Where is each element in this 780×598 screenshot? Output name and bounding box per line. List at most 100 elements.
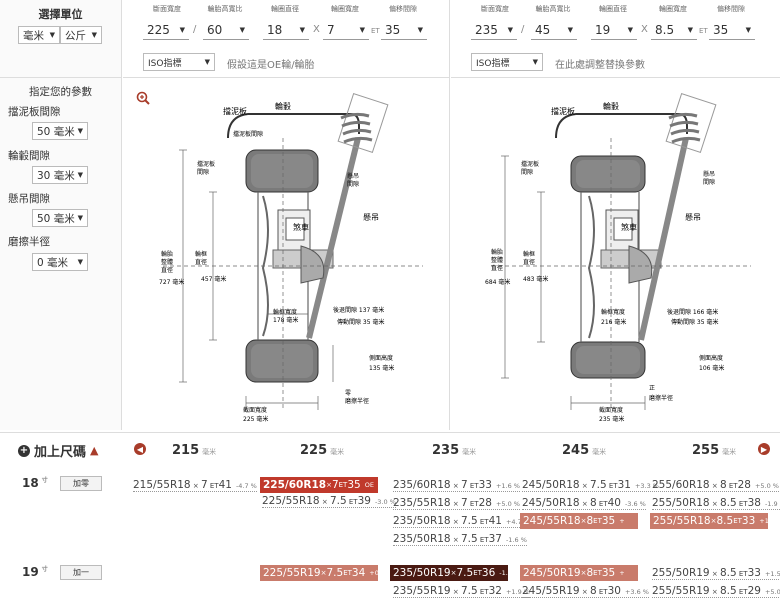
- svg-text:106 毫米: 106 毫米: [699, 364, 724, 372]
- prev-arrow-icon[interactable]: ◀: [134, 443, 146, 455]
- wheel-label: 輪轂: [275, 101, 291, 111]
- oe-rim-width-select[interactable]: 7▼: [323, 20, 369, 40]
- fender-gap-label: 擋泥板間隙: [8, 106, 61, 118]
- next-arrow-icon[interactable]: ▶: [758, 443, 770, 455]
- svg-text:擋泥板間隙: 擋泥板間隙: [521, 160, 539, 176]
- units-title: 選擇單位: [38, 8, 83, 21]
- oe-rim-select[interactable]: 18▼: [263, 20, 309, 40]
- replacement-wheel-diagram: 擋泥板 輪轂 煞車 懸吊間隙 懸吊 擋泥板間隙 輪胎整體直徑 684 毫米 輪框…: [451, 78, 780, 430]
- svg-text:483 毫米: 483 毫米: [523, 275, 548, 283]
- fender-label: 擋泥板: [223, 106, 247, 116]
- svg-text:側面高度: 側面高度: [369, 354, 393, 362]
- tire-size-option[interactable]: 225/55R18 × 7.5 ET39-3.0 %: [262, 495, 396, 508]
- wheelarch-gap-label: 輪轂間隙: [8, 150, 50, 162]
- scrub-radius-label: 磨擦半徑: [8, 236, 50, 248]
- svg-text:235 毫米: 235 毫米: [599, 415, 624, 423]
- tire-size-option[interactable]: 235/50R18 × 7.5 ET37-1.6 %: [393, 533, 527, 546]
- chevron-down-icon: ▼: [91, 31, 97, 39]
- weight-unit-select[interactable]: 公斤▼: [60, 26, 102, 44]
- svg-text:磨擦半徑: 磨擦半徑: [649, 394, 673, 402]
- tire-size-option[interactable]: 245/50R18 × 8 ET40-3.6 %: [522, 497, 646, 510]
- tire-size-option[interactable]: 235/55R18 × 7 ET28+5.0 %: [393, 497, 520, 510]
- zoom-icon[interactable]: [136, 91, 150, 105]
- svg-text:135 毫米: 135 毫米: [369, 364, 394, 372]
- svg-text:煞車: 煞車: [621, 222, 637, 232]
- parameters-panel: 指定您的參數 擋泥板間隙 50 毫米▼ 輪轂間隙 30 毫米▼ 懸吊間隙 50 …: [0, 78, 122, 430]
- new-standard-select[interactable]: ISO指標▼: [471, 53, 543, 71]
- svg-text:截面寬度: 截面寬度: [243, 406, 267, 414]
- brake-label: 煞車: [293, 222, 309, 232]
- svg-text:輪框寬度: 輪框寬度: [601, 308, 625, 316]
- add-sizes-toggle[interactable]: + 加上尺碼 ▲: [18, 444, 99, 460]
- new-ratio-select[interactable]: 45▼: [531, 20, 577, 40]
- svg-text:727 毫米: 727 毫米: [159, 278, 184, 286]
- susp-gap-label: 懸吊間隙: [8, 193, 50, 205]
- new-offset-select[interactable]: 35▼: [709, 20, 755, 40]
- oe-ratio-select[interactable]: 60▼: [203, 20, 249, 40]
- wheelarch-gap-select[interactable]: 30 毫米▼: [32, 166, 88, 184]
- chevron-up-icon: ▲: [90, 444, 99, 457]
- new-rim-select[interactable]: 19▼: [591, 20, 637, 40]
- new-rim-width-select[interactable]: 8.5▼: [651, 20, 697, 40]
- svg-text:輪框直徑: 輪框直徑: [523, 250, 535, 266]
- tire-size-option[interactable]: 255/55R18 × 8.5 ET33+1.4 %: [650, 513, 780, 529]
- svg-text:457 毫米: 457 毫米: [201, 275, 226, 283]
- svg-text:684 毫米: 684 毫米: [485, 278, 510, 286]
- new-adjust-text: 在此處調整替換參數: [555, 60, 645, 71]
- scrub-radius-select[interactable]: 0 毫米▼: [32, 253, 88, 271]
- tire-size-option[interactable]: 255/60R18 × 8 ET28+5.0 %: [652, 479, 779, 492]
- svg-text:輪框寬度: 輪框寬度: [273, 308, 297, 316]
- tire-size-option[interactable]: 255/50R19 × 8.5 ET33+1.5 %: [652, 567, 780, 580]
- tire-size-option[interactable]: 235/50R18 × 7.5 ET41+4.7 %: [393, 515, 530, 528]
- oe-standard-select[interactable]: ISO指標▼: [143, 53, 215, 71]
- svg-text:磨擦半徑: 磨擦半徑: [345, 397, 369, 405]
- tire-size-option[interactable]: 255/50R18 × 8.5 ET38-1.9 %: [652, 497, 780, 510]
- units-panel: 選擇單位 毫米▼ 公斤▼: [0, 0, 122, 78]
- svg-text:懸吊間隙: 懸吊間隙: [347, 172, 359, 188]
- svg-text:後退間隙 166 毫米: 後退間隙 166 毫米: [667, 308, 718, 316]
- add-one-button[interactable]: 加一: [60, 565, 102, 580]
- svg-text:懸吊間隙: 懸吊間隙: [703, 170, 715, 186]
- add-zero-button[interactable]: 加零: [60, 476, 102, 491]
- tire-size-option[interactable]: 235/60R18 × 7 ET33+1.6 %: [393, 479, 520, 492]
- svg-text:正: 正: [649, 385, 655, 392]
- svg-text:傳動間隙 35 毫米: 傳動間隙 35 毫米: [671, 318, 718, 326]
- svg-text:懸吊: 懸吊: [685, 213, 701, 222]
- oe-wheel-diagram: 擋泥板 輪轂 擋泥板間隙 煞車 懸吊間隙 懸吊 擋泥板間隙 輪胎整體直徑 727…: [123, 78, 450, 430]
- plus-circle-icon: +: [18, 444, 30, 457]
- svg-text:擋泥板: 擋泥板: [551, 106, 575, 116]
- oe-tire-settings: 斷面寬度 輪胎高寬比 輪圈直徑 輪圈寬度 偏移間隙 225▼ / 60▼ 18▼…: [123, 0, 450, 78]
- svg-text:輪胎整體直徑: 輪胎整體直徑: [161, 250, 173, 274]
- svg-text:輪框直徑: 輪框直徑: [195, 250, 207, 266]
- length-unit-select[interactable]: 毫米▼: [18, 26, 60, 44]
- susp-gap-select[interactable]: 50 毫米▼: [32, 209, 88, 227]
- tire-size-option[interactable]: 215/55R18 × 7 ET41-4.7 %: [133, 479, 257, 492]
- svg-text:截面寬度: 截面寬度: [599, 406, 623, 414]
- fender-gap-select[interactable]: 50 毫米▼: [32, 122, 88, 140]
- tire-size-option[interactable]: 245/50R18 × 7.5 ET31+3.3 %: [522, 479, 659, 492]
- svg-text:後退間隙 137 毫米: 後退間隙 137 毫米: [333, 306, 384, 314]
- svg-text:216 毫米: 216 毫米: [601, 318, 626, 326]
- svg-text:傳動間隙 35 毫米: 傳動間隙 35 毫米: [337, 318, 384, 326]
- svg-text:側面高度: 側面高度: [699, 354, 723, 362]
- oe-offset-select[interactable]: 35▼: [381, 20, 427, 40]
- params-title: 指定您的參數: [29, 86, 92, 98]
- oe-assumption-text: 假設這是OE輪/輪胎: [227, 60, 315, 71]
- svg-text:擋泥板間隙: 擋泥板間隙: [197, 160, 215, 176]
- svg-text:輪轂: 輪轂: [603, 101, 619, 111]
- svg-text:擋泥板間隙: 擋泥板間隙: [233, 130, 263, 138]
- new-width-select[interactable]: 235▼: [471, 20, 517, 40]
- suspension-label: 懸吊: [363, 213, 379, 222]
- oe-width-select[interactable]: 225▼: [143, 20, 189, 40]
